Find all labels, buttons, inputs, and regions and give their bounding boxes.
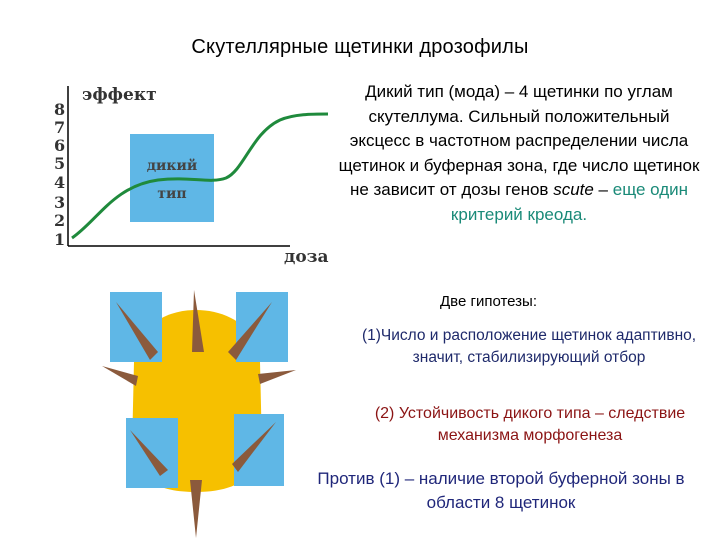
y-tick-label: 1 (54, 230, 65, 249)
bristles (102, 290, 296, 538)
y-tick-label: 8 (54, 100, 65, 119)
gene-name: scute (553, 180, 594, 200)
y-tick-label: 7 (54, 118, 65, 137)
description-dash: – (593, 180, 613, 200)
description: Дикий тип (мода) – 4 щетинки по углам ск… (338, 80, 700, 228)
y-tick-label: 3 (54, 193, 65, 212)
dose-effect-curve (71, 112, 329, 240)
hypothesis-1: (1)Число и расположение щетинок адаптивн… (361, 327, 697, 366)
bristle (192, 290, 204, 352)
x-axis-label: доза (284, 247, 329, 267)
bristle (190, 480, 202, 538)
bristle-socket (234, 414, 284, 486)
scutellum-diagram (102, 290, 296, 538)
description-text: Дикий тип (мода) – 4 щетинки по углам ск… (338, 82, 700, 200)
y-tick-label: 4 (54, 173, 65, 192)
wild-type-label-line2: тип (157, 186, 186, 202)
y-axis-label: эффект (82, 85, 157, 105)
y-tick-label: 5 (54, 154, 65, 173)
hypotheses-title: Две гипотезы: (440, 293, 537, 310)
hypothesis-2: (2) Устойчивость дикого типа – следствие… (374, 405, 686, 444)
bristle (102, 366, 138, 386)
bristle-socket (126, 418, 178, 488)
y-tick-label: 6 (54, 136, 65, 155)
y-tick-labels: 1 2 3 4 5 6 7 8 (54, 100, 65, 249)
dose-effect-graph: эффект доза 1 2 3 4 5 6 7 8 дикий тип (54, 85, 329, 267)
argument-against-1: Против (1) – наличие второй буферной зон… (317, 469, 685, 512)
bristle (228, 302, 272, 360)
bristle (232, 422, 276, 472)
slide-title: Скутеллярные щетинки дрозофилы (191, 36, 529, 58)
bristle (116, 302, 158, 360)
bristle (130, 430, 168, 476)
bristle (258, 370, 296, 384)
creode-criterion: еще один критерий креода. (450, 180, 689, 224)
wild-type-label-line1: дикий (147, 157, 198, 174)
y-tick-label: 2 (54, 211, 65, 230)
bristle-socket (236, 292, 288, 362)
